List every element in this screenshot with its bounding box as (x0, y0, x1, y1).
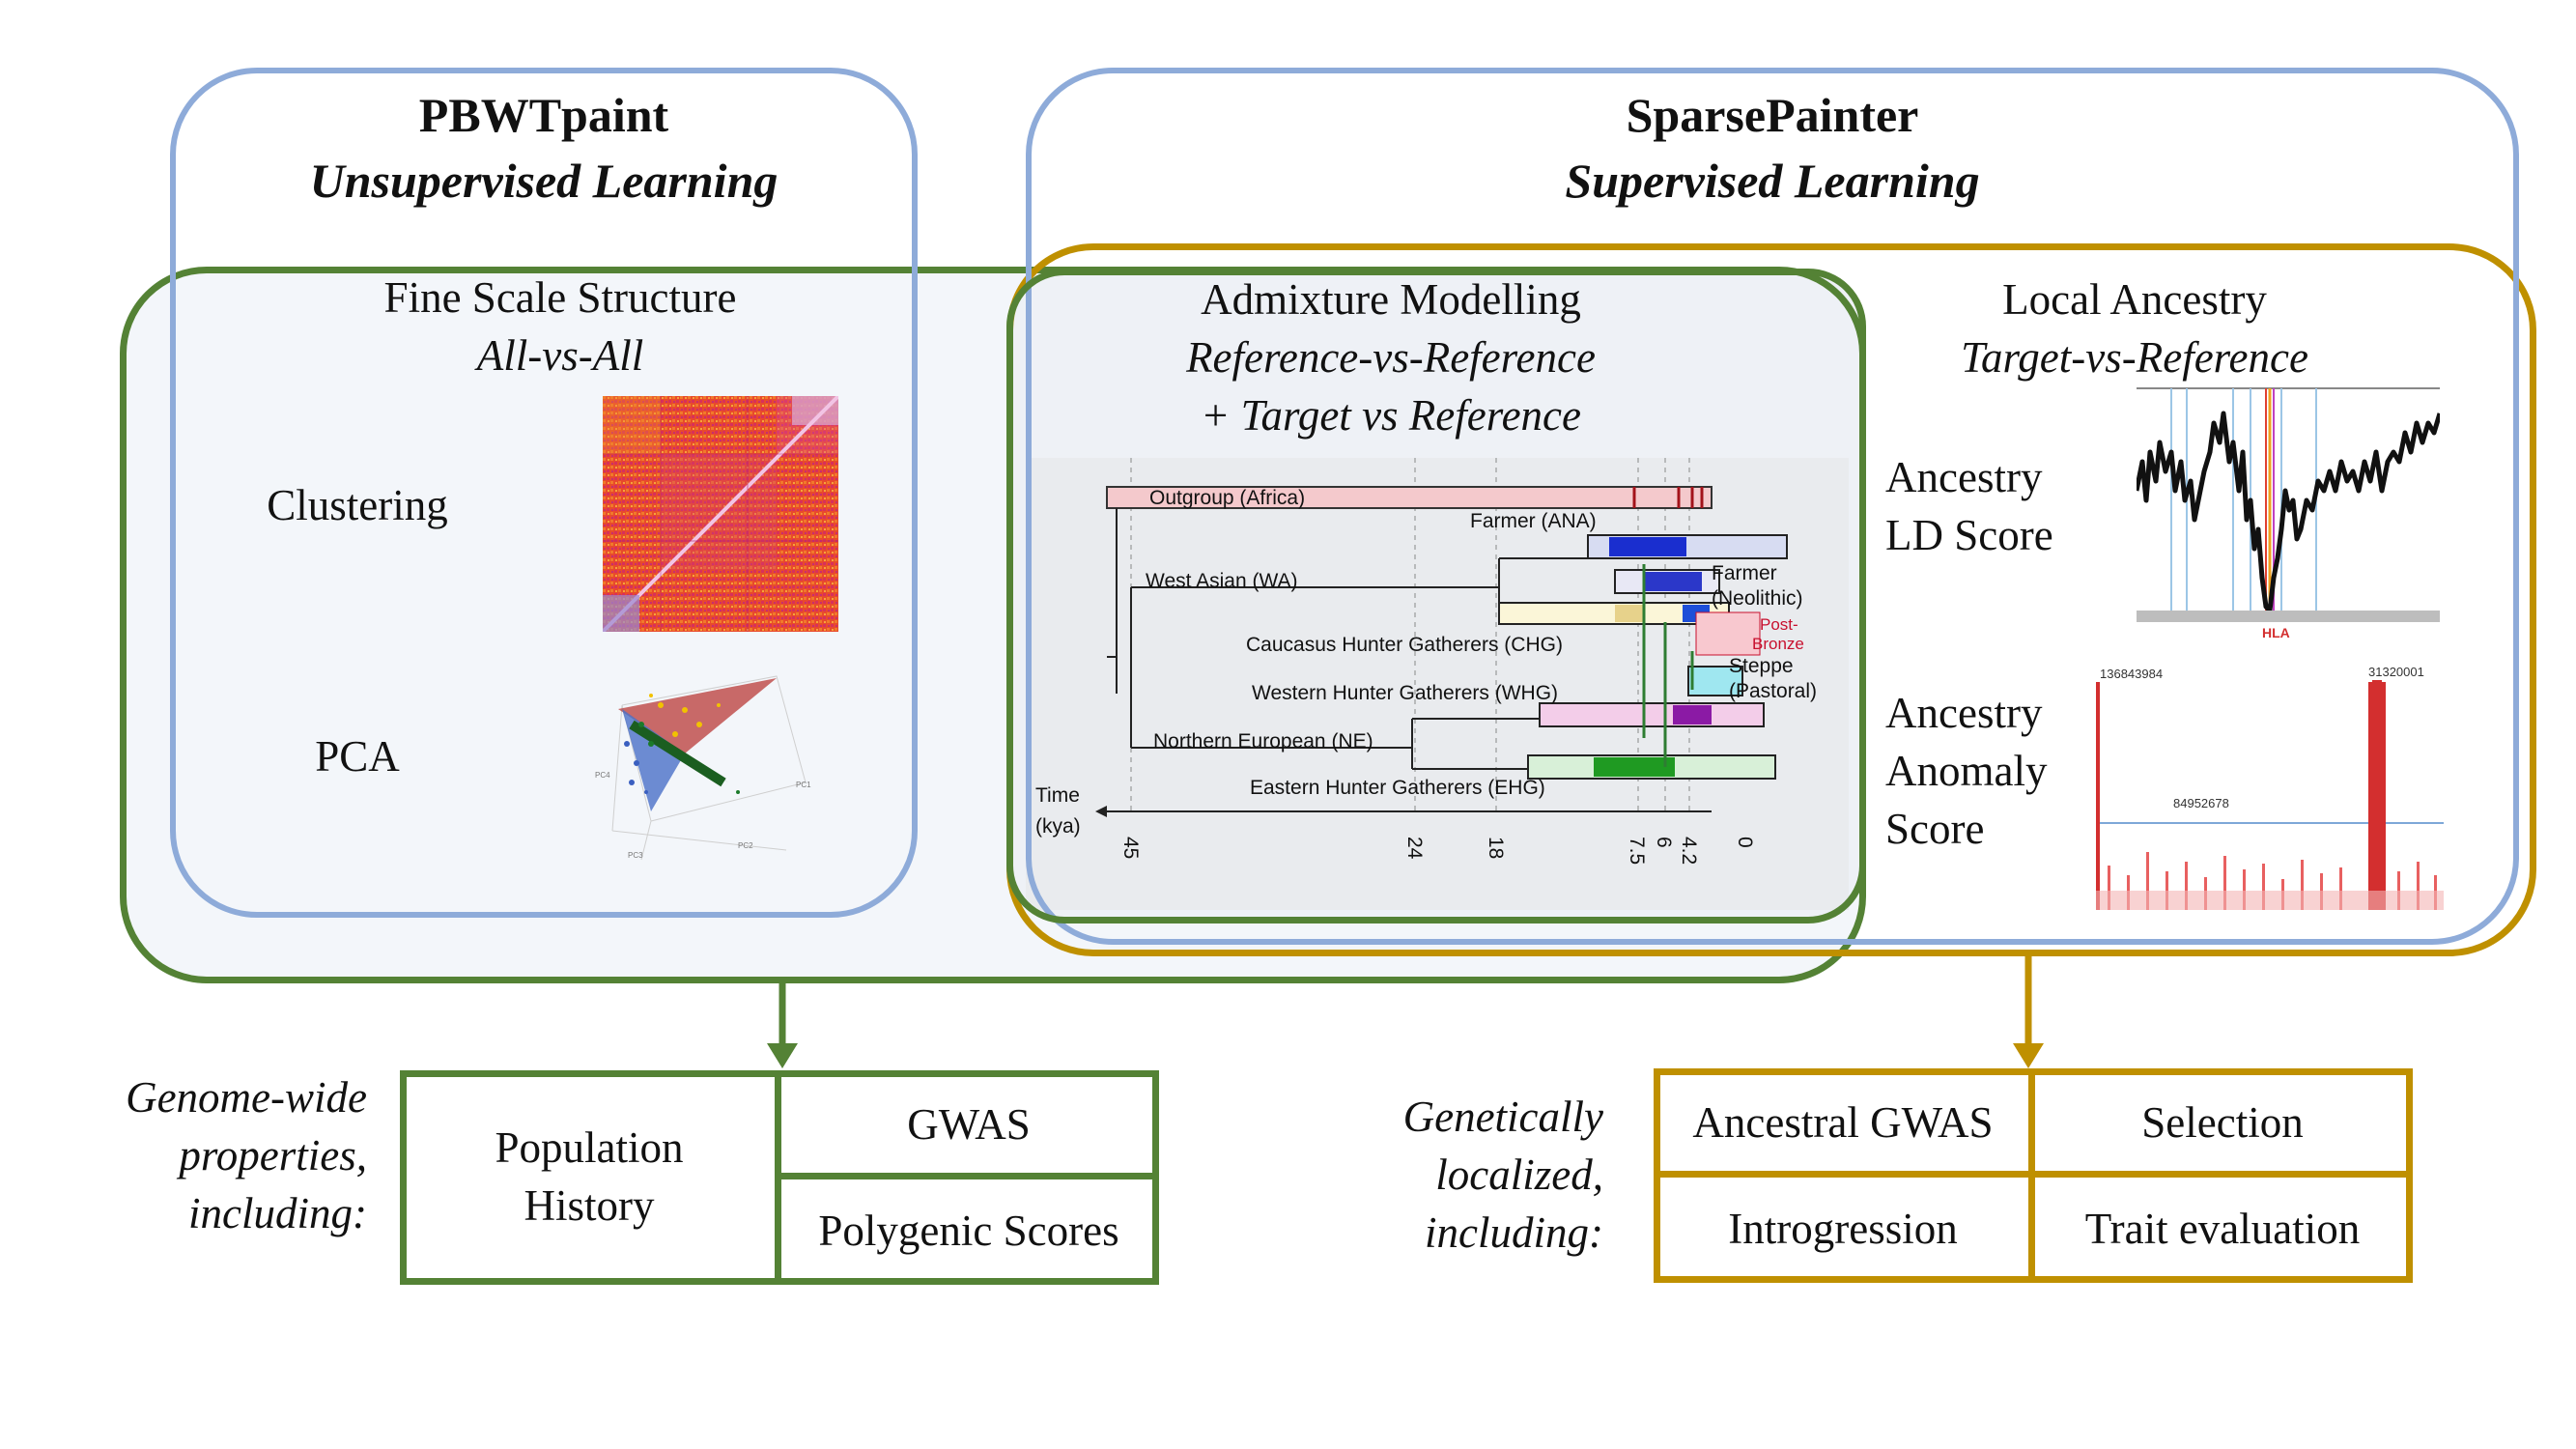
time-tick-45: 45 (1119, 837, 1142, 859)
post-bronze-label-2: Bronze (1752, 635, 1804, 653)
pca-axis-label-pc2: PC2 (738, 841, 753, 850)
sparsepainter-subtitle: Supervised Learning (1565, 154, 1980, 208)
fine-scale-subtitle: All-vs-All (476, 331, 644, 380)
gwas-cell: GWAS (907, 1100, 1031, 1149)
fine-scale-title: Fine Scale Structure (383, 273, 737, 322)
ld-score-plot: HLA (2137, 387, 2440, 639)
anomaly-score-plot: 136843984 84952678 31320001 (2096, 665, 2444, 910)
chg-label: Caucasus Hunter Gatherers (CHG) (1246, 634, 1563, 656)
anomaly-score-label-2: Anomaly (1885, 747, 2048, 795)
anomaly-annotation-1: 136843984 (2100, 667, 2163, 681)
sparsepainter-frame (1026, 68, 2519, 945)
pbwtpaint-frame (170, 68, 918, 918)
whg-label: Western Hunter Gatherers (WHG) (1252, 682, 1558, 704)
admixture-subtitle-1: Reference-vs-Reference (1186, 333, 1596, 382)
time-tick-4-2: 4.2 (1678, 837, 1700, 865)
pca-scatter-plot: PC4 PC3 PC2 PC1 (595, 675, 811, 861)
outgroup-label: Outgroup (Africa) (1149, 487, 1305, 509)
localized-caption-2: localized, (1435, 1151, 1603, 1199)
local-ancestry-title: Local Ancestry (2002, 275, 2267, 324)
time-tick-24: 24 (1403, 837, 1426, 860)
trait-evaluation-cell: Trait evaluation (2084, 1205, 2361, 1253)
polygenic-scores-cell: Polygenic Scores (818, 1207, 1119, 1255)
west-asian-label: West Asian (WA) (1146, 570, 1298, 592)
clustering-label: Clustering (267, 481, 448, 529)
ne-label: Northern European (NE) (1153, 730, 1373, 753)
pbwtpaint-title: PBWTpaint (418, 88, 669, 142)
time-label-2: (kya) (1035, 815, 1081, 838)
genome-wide-caption-1: Genome-wide (126, 1073, 367, 1122)
steppe-label-2: (Pastoral) (1729, 680, 1817, 702)
selection-cell: Selection (2141, 1098, 2304, 1147)
genome-wide-divider-h (775, 1173, 1159, 1179)
genome-wide-caption-2: properties, (179, 1131, 367, 1179)
pca-axis-label-pc1: PC1 (796, 781, 811, 789)
time-tick-0: 0 (1734, 837, 1756, 848)
pbwtpaint-subtitle: Unsupervised Learning (309, 154, 778, 208)
local-ancestry-subtitle: Target-vs-Reference (1961, 333, 2308, 382)
pca-label: PCA (315, 732, 400, 781)
admixture-title: Admixture Modelling (1201, 275, 1581, 324)
farmer-ana-label: Farmer (ANA) (1470, 510, 1597, 532)
ld-score-label-1: Ancestry (1885, 453, 2043, 501)
post-bronze-label-1: Post- (1760, 615, 1798, 634)
genome-wide-caption-3: including: (188, 1189, 367, 1237)
anomaly-annotation-2: 84952678 (2173, 796, 2229, 810)
population-history-cell-2: History (524, 1181, 655, 1230)
anomaly-score-label-1: Ancestry (1885, 689, 2043, 737)
ancestral-gwas-cell: Ancestral GWAS (1692, 1098, 1994, 1147)
time-tick-7-5: 7.5 (1626, 837, 1648, 865)
anomaly-annotation-3: 31320001 (2368, 665, 2424, 679)
localized-divider-h (1654, 1171, 2413, 1178)
ehg-label: Eastern Hunter Gatherers (EHG) (1250, 777, 1545, 799)
time-tick-6: 6 (1653, 837, 1675, 848)
time-label-1: Time (1035, 784, 1080, 807)
farmer-neolithic-label-1: Farmer (1712, 562, 1777, 584)
farmer-neolithic-label-2: (Neolithic) (1712, 587, 1803, 610)
introgression-cell: Introgression (1728, 1205, 1958, 1253)
localized-caption-1: Genetically (1402, 1093, 1603, 1141)
anomaly-score-label-3: Score (1885, 805, 1985, 853)
clustering-heatmap (603, 396, 838, 632)
steppe-label-1: Steppe (1729, 655, 1794, 677)
admixture-subtitle-2: + Target vs Reference (1200, 391, 1581, 440)
pca-axis-label-pc3: PC3 (628, 851, 643, 860)
pca-axis-label-pc4: PC4 (595, 771, 610, 780)
ld-score-label-2: LD Score (1885, 511, 2053, 559)
sparsepainter-title: SparsePainter (1626, 88, 1919, 142)
time-tick-18: 18 (1485, 837, 1507, 859)
population-history-cell-1: Population (495, 1123, 684, 1172)
localized-caption-3: including: (1425, 1208, 1603, 1257)
hla-label: HLA (2262, 625, 2290, 639)
admixture-tree: Outgroup (Africa) Farmer (ANA) West Asia… (1035, 458, 1817, 865)
admixture-frame (1006, 269, 1866, 923)
